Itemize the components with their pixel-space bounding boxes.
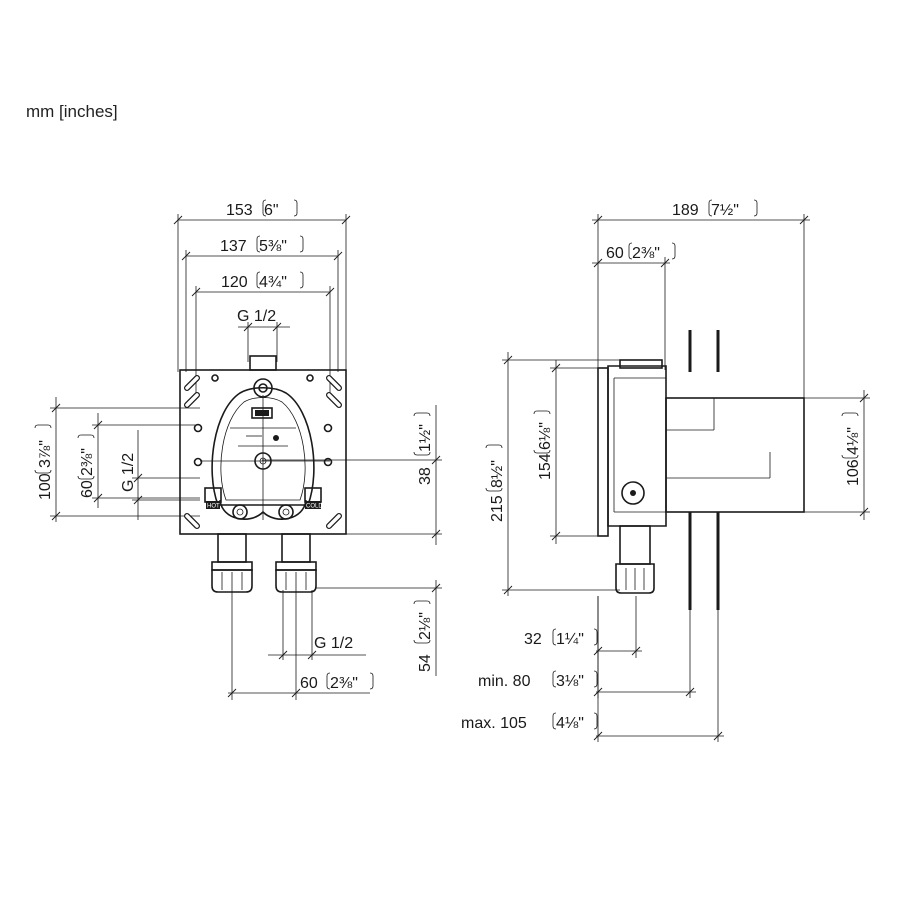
dim-100-mm: 100 bbox=[37, 473, 54, 500]
dim-max-105: max. 105 4⅛" bbox=[461, 596, 724, 742]
dim-thread-top: G 1/2 bbox=[237, 308, 290, 362]
side-view: 189 7½" 60 2⅜" 215 8½" 154 bbox=[461, 199, 870, 742]
dim-60-left-mm: 60 bbox=[79, 480, 96, 498]
dim-60-bottom-mm: 60 bbox=[300, 675, 318, 692]
outlet-pipes bbox=[211, 533, 317, 593]
dim-depth-54: 54 2⅛" bbox=[316, 580, 442, 676]
mounting-plate bbox=[179, 369, 347, 535]
dim-60-bottom-in: 2⅜" bbox=[330, 675, 358, 692]
units-note: mm [inches] bbox=[26, 102, 118, 121]
dim-width-137: 137 5⅜" bbox=[181, 235, 343, 372]
dim-189-mm: 189 bbox=[672, 202, 699, 219]
dim-depth-189: 189 7½" bbox=[592, 199, 810, 398]
dim-100-in: 3⅞" bbox=[37, 440, 54, 468]
dim-width-120: 120 4¾" bbox=[191, 271, 335, 400]
dim-120-in: 4¾" bbox=[259, 274, 287, 291]
dim-thread-side: G 1/2 bbox=[120, 430, 200, 520]
dim-height-106: 106 4⅛" bbox=[804, 390, 870, 520]
dim-38-in: 1½" bbox=[417, 424, 434, 452]
valve-body: HOT COLD bbox=[200, 355, 330, 520]
dim-38-mm: 38 bbox=[417, 467, 434, 485]
dim-pipe-spacing: 60 2⅜" bbox=[227, 590, 374, 700]
dim-215-mm: 215 bbox=[489, 495, 506, 522]
dim-54-mm: 54 bbox=[417, 654, 434, 672]
dim-offset-32: 32 1¼" bbox=[524, 596, 642, 658]
dim-189-in: 7½" bbox=[711, 202, 739, 219]
dim-32-in: 1¼" bbox=[556, 631, 584, 648]
dim-154-in: 6⅛" bbox=[537, 422, 554, 450]
dim-60-side-mm: 60 bbox=[606, 245, 624, 262]
dim-width-153: 153 6" bbox=[173, 199, 351, 372]
dim-54-in: 2⅛" bbox=[417, 612, 434, 640]
thread-side-label: G 1/2 bbox=[120, 453, 137, 492]
dim-height-100: 100 3⅞" bbox=[34, 397, 200, 522]
side-body bbox=[597, 330, 805, 610]
dim-min-80-label: min. 80 bbox=[478, 673, 531, 690]
dim-offset-38: 38 1½" bbox=[262, 405, 442, 545]
dim-137-in: 5⅜" bbox=[259, 238, 287, 255]
dim-32-mm: 32 bbox=[524, 631, 542, 648]
dim-max-105-label: max. 105 bbox=[461, 715, 527, 732]
dim-height-154: 154 6⅛" bbox=[533, 360, 604, 544]
dim-max-105-in: 4⅛" bbox=[556, 715, 584, 732]
hot-label: HOT bbox=[207, 504, 220, 510]
thread-top-label: G 1/2 bbox=[237, 308, 276, 325]
dim-60-left-in: 2⅜" bbox=[79, 448, 96, 476]
dim-153-in: 6" bbox=[264, 202, 279, 219]
dim-60-side-in: 2⅜" bbox=[632, 245, 660, 262]
dim-154-mm: 154 bbox=[537, 453, 554, 480]
dim-height-60: 60 2⅜" bbox=[77, 413, 200, 508]
dim-153-mm: 153 bbox=[226, 202, 253, 219]
dim-height-215: 215 8½" bbox=[485, 352, 620, 596]
dim-106-in: 4⅛" bbox=[845, 427, 862, 455]
dim-137-mm: 137 bbox=[220, 238, 247, 255]
dim-120-mm: 120 bbox=[221, 274, 248, 291]
front-view: 153 6" 137 5⅜" 120 4¾" G 1 bbox=[34, 199, 442, 700]
dim-215-in: 8½" bbox=[489, 460, 506, 488]
dim-min-80-in: 3⅛" bbox=[556, 673, 584, 690]
dim-106-mm: 106 bbox=[845, 459, 862, 486]
dim-depth-60: 60 2⅜" bbox=[592, 242, 676, 370]
thread-bottom-label: G 1/2 bbox=[314, 635, 353, 652]
dim-thread-bottom: G 1/2 bbox=[268, 590, 366, 660]
dim-min-80: min. 80 3⅛" bbox=[478, 596, 696, 698]
cold-label: COLD bbox=[306, 504, 323, 510]
